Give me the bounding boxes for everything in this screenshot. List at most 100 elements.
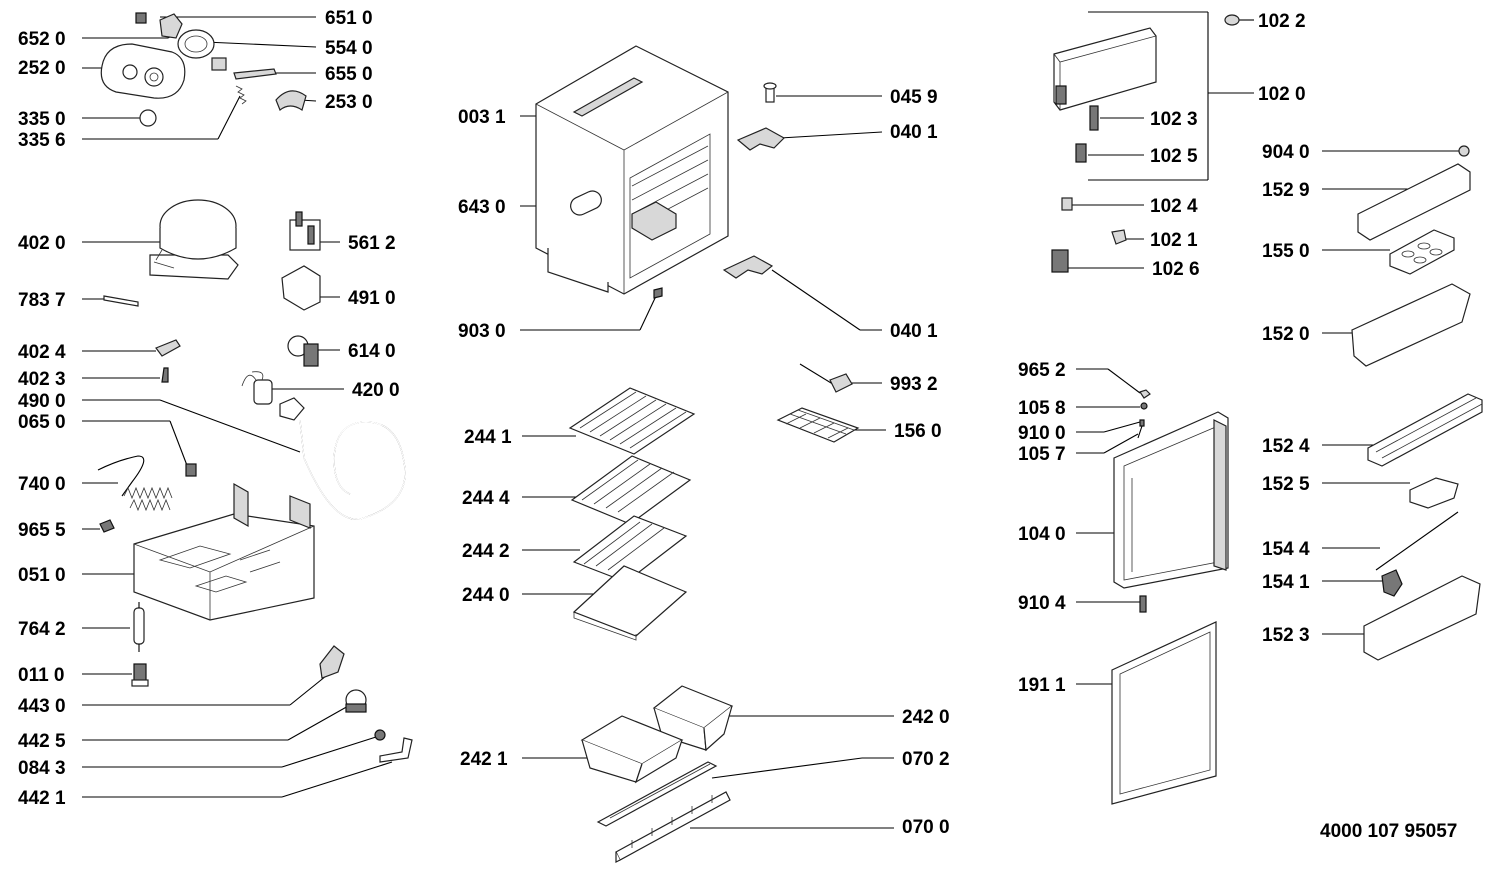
part-label: 652 0 — [18, 29, 66, 50]
part-label: 040 1 — [890, 122, 938, 143]
latch-part — [1089, 105, 1099, 131]
cap-part — [1224, 14, 1240, 26]
egg-tray-part — [1389, 229, 1455, 275]
part-label: 910 4 — [1018, 593, 1066, 614]
clamp-part — [1381, 569, 1403, 597]
part-label: 740 0 — [18, 474, 66, 495]
left-parts — [97, 12, 413, 763]
part-label: 614 0 — [348, 341, 396, 362]
part-label: 105 7 — [1018, 444, 1066, 465]
overload-part — [287, 335, 319, 367]
sensor-part — [799, 363, 853, 393]
part-label: 152 9 — [1262, 180, 1310, 201]
part-label: 335 6 — [18, 130, 66, 151]
middle-parts — [535, 45, 860, 863]
pin-part — [763, 82, 777, 103]
part-label: 065 0 — [18, 412, 66, 433]
part-label: 003 1 — [458, 107, 506, 128]
part-label: 420 0 — [352, 380, 400, 401]
part-label: 152 0 — [1262, 324, 1310, 345]
bracket-part — [275, 90, 307, 111]
part-label: 244 1 — [464, 427, 512, 448]
part-label: 965 5 — [18, 520, 66, 541]
part-label: 102 6 — [1152, 259, 1200, 280]
part-label: 783 7 — [18, 290, 66, 311]
part-label: 244 4 — [462, 488, 510, 509]
hinge-upper-part — [736, 127, 785, 151]
part-label: 491 0 — [348, 288, 396, 309]
part-label: 490 0 — [18, 391, 66, 412]
part-label: 084 3 — [18, 758, 66, 779]
foot-part — [653, 287, 663, 299]
bottle-rack-part — [1367, 393, 1483, 467]
part-label: 051 0 — [18, 565, 66, 586]
right-parts — [1051, 14, 1483, 805]
part-label: 155 0 — [1262, 241, 1310, 262]
fan-motor-part — [345, 689, 367, 713]
document-number: 4000 107 95057 — [1320, 821, 1457, 842]
drawer-rail-part — [596, 761, 718, 827]
drawer-upper-part — [652, 685, 734, 752]
retainer-rod-part — [1375, 511, 1459, 571]
shelf-part-2 — [570, 455, 692, 525]
relay-part — [289, 211, 321, 251]
door-shelf-lower-part — [1363, 575, 1481, 661]
part-label: 154 4 — [1262, 539, 1310, 560]
shelf-part-1 — [568, 387, 696, 455]
part-label: 904 0 — [1262, 142, 1310, 163]
shelf-part-3 — [572, 515, 688, 583]
part-label: 105 8 — [1018, 398, 1066, 419]
part-label: 993 2 — [890, 374, 938, 395]
base-tray-part — [133, 482, 315, 621]
part-label: 965 2 — [1018, 360, 1066, 381]
fan-bracket-part — [379, 737, 413, 763]
part-label: 104 0 — [1018, 524, 1066, 545]
part-label: 191 1 — [1018, 675, 1066, 696]
freezer-door-part — [1053, 27, 1157, 111]
latch-small-part — [1075, 143, 1087, 163]
part-label: 152 3 — [1262, 625, 1310, 646]
part-label: 561 2 — [348, 233, 396, 254]
part-label: 070 2 — [902, 749, 950, 770]
capacitor-part — [241, 371, 273, 405]
part-label: 655 0 — [325, 64, 373, 85]
part-label: 102 2 — [1258, 11, 1306, 32]
fan-blade-part — [319, 645, 345, 679]
part-labels: 652 0 252 0 335 0 335 6 402 0 783 7 402 … — [18, 8, 1310, 838]
part-label: 070 0 — [902, 817, 950, 838]
part-label: 102 4 — [1150, 196, 1198, 217]
knob-part — [139, 109, 157, 127]
part-label: 156 0 — [894, 421, 942, 442]
part-label: 651 0 — [325, 8, 373, 29]
ice-tray-part — [776, 407, 860, 443]
button-part — [1458, 145, 1470, 157]
part-label: 040 1 — [890, 321, 938, 342]
part-label: 910 0 — [1018, 423, 1066, 444]
clip-small-part — [161, 367, 169, 383]
part-label: 554 0 — [325, 38, 373, 59]
lower-hinge-pin-part — [1139, 595, 1147, 613]
main-door-part — [1113, 411, 1229, 589]
part-label: 102 1 — [1150, 230, 1198, 251]
thermostat-shaft-part — [135, 12, 277, 80]
cabinet-part — [535, 45, 729, 295]
part-label: 152 4 — [1262, 436, 1310, 457]
part-label: 242 0 — [902, 707, 950, 728]
part-label: 011 0 — [18, 665, 65, 686]
tab-part — [1061, 197, 1073, 211]
part-label: 903 0 — [458, 321, 506, 342]
part-label: 102 5 — [1150, 146, 1198, 167]
part-label: 643 0 — [458, 197, 506, 218]
hinge-lower-part — [722, 255, 774, 279]
part-label: 402 0 — [18, 233, 66, 254]
bolt-part — [131, 663, 149, 687]
part-label: 442 5 — [18, 731, 66, 752]
catch-part — [1111, 229, 1127, 245]
compressor-part — [149, 199, 239, 280]
part-label: 154 1 — [1262, 572, 1310, 593]
relay-cover-part — [281, 265, 321, 311]
door-gasket-part — [1111, 621, 1217, 805]
screw-part — [99, 519, 115, 533]
dryer-tube-part — [103, 295, 139, 307]
small-bin-part — [1409, 477, 1459, 509]
